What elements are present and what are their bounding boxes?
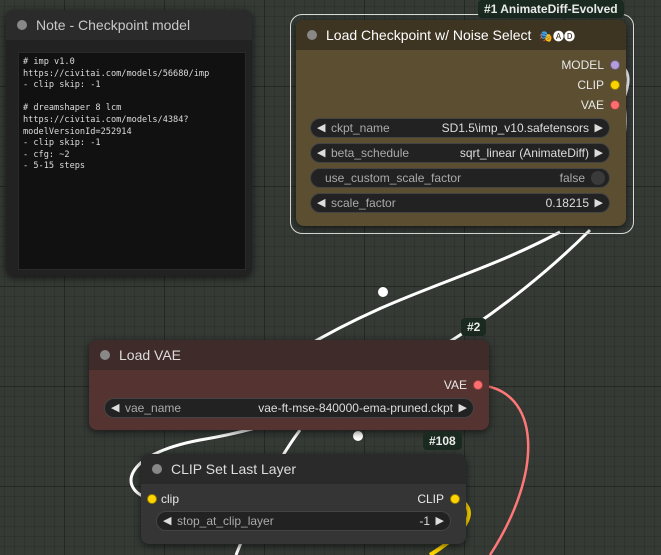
- note-textarea[interactable]: # imp v1.0 https://civitai.com/models/56…: [18, 52, 246, 270]
- arrow-left-icon[interactable]: ◀: [163, 515, 172, 527]
- output-vae[interactable]: VAE: [580, 98, 604, 112]
- input-clip[interactable]: clip: [161, 492, 180, 506]
- vae-title: Load VAE: [119, 347, 182, 363]
- note-text[interactable]: # imp v1.0 https://civitai.com/models/56…: [23, 57, 210, 172]
- clip-layer-title: CLIP Set Last Layer: [171, 461, 297, 477]
- clip-layer-badge: #108: [423, 432, 462, 450]
- checkpoint-title: Load Checkpoint w/ Noise Select: [326, 27, 532, 43]
- clip-slot-icon[interactable]: [610, 80, 620, 90]
- output-vae[interactable]: VAE: [443, 378, 467, 392]
- vae-name-combo[interactable]: ◀ vae_name vae-ft-mse-840000-ema-pruned.…: [104, 398, 474, 418]
- ckpt-name-combo[interactable]: ◀ ckpt_name SD1.5\imp_v10.safetensors ▶: [310, 118, 610, 138]
- checkpoint-selection-outline: [290, 14, 634, 234]
- vae-badge: #2: [461, 318, 487, 336]
- link-reroute-dot-2[interactable]: [353, 431, 363, 441]
- link-reroute-dot[interactable]: [378, 287, 388, 297]
- checkpoint-node[interactable]: Load Checkpoint w/ Noise Select 🎭🅐🅓 MODE…: [296, 20, 626, 226]
- checkpoint-title-icons: 🎭🅐🅓: [539, 31, 576, 43]
- output-clip[interactable]: CLIP: [417, 492, 444, 506]
- note-title: Note - Checkpoint model: [36, 17, 191, 33]
- clip-input-slot-icon[interactable]: [147, 494, 157, 504]
- collapse-dot-icon[interactable]: [307, 30, 317, 40]
- arrow-left-icon[interactable]: ◀: [111, 402, 120, 414]
- toggle-knob-icon[interactable]: [591, 171, 605, 185]
- checkpoint-badge: #1 AnimateDiff-Evolved: [478, 0, 624, 18]
- clip-output-slot-icon[interactable]: [450, 494, 460, 504]
- vae-slot-icon[interactable]: [610, 100, 620, 110]
- checkpoint-title-bar[interactable]: Load Checkpoint w/ Noise Select 🎭🅐🅓: [296, 20, 626, 50]
- model-slot-icon[interactable]: [610, 60, 620, 70]
- arrow-left-icon[interactable]: ◀: [317, 147, 326, 159]
- arrow-right-icon[interactable]: ▶: [458, 402, 467, 414]
- link-vae-out: [478, 383, 530, 555]
- vae-title-bar[interactable]: Load VAE: [89, 340, 489, 370]
- collapse-dot-icon[interactable]: [152, 464, 162, 474]
- clip-set-last-layer-node[interactable]: CLIP Set Last Layer clip CLIP ◀ stop_at_…: [141, 454, 466, 544]
- link-checkpoint-to-lower: [299, 230, 561, 352]
- note-node[interactable]: Note - Checkpoint model # imp v1.0 https…: [6, 10, 252, 276]
- arrow-right-icon[interactable]: ▶: [435, 515, 444, 527]
- stop-at-clip-layer-number[interactable]: ◀ stop_at_clip_layer -1 ▶: [156, 511, 451, 531]
- arrow-right-icon[interactable]: ▶: [594, 147, 603, 159]
- scale-factor-number[interactable]: ◀ scale_factor 0.18215 ▶: [310, 193, 610, 213]
- arrow-right-icon[interactable]: ▶: [594, 197, 603, 209]
- vae-slot-icon[interactable]: [473, 380, 483, 390]
- output-clip[interactable]: CLIP: [577, 78, 604, 92]
- collapse-dot-icon[interactable]: [100, 350, 110, 360]
- arrow-left-icon[interactable]: ◀: [317, 197, 326, 209]
- use-custom-scale-factor-toggle[interactable]: use_custom_scale_factor false: [310, 168, 610, 188]
- note-title-bar[interactable]: Note - Checkpoint model: [6, 10, 252, 40]
- load-vae-node[interactable]: Load VAE VAE ◀ vae_name vae-ft-mse-84000…: [89, 340, 489, 430]
- arrow-right-icon[interactable]: ▶: [594, 122, 603, 134]
- arrow-left-icon[interactable]: ◀: [317, 122, 326, 134]
- beta-schedule-combo[interactable]: ◀ beta_schedule sqrt_linear (AnimateDiff…: [310, 143, 610, 163]
- output-model[interactable]: MODEL: [561, 58, 604, 72]
- clip-layer-title-bar[interactable]: CLIP Set Last Layer: [141, 454, 466, 484]
- collapse-dot-icon[interactable]: [17, 20, 27, 30]
